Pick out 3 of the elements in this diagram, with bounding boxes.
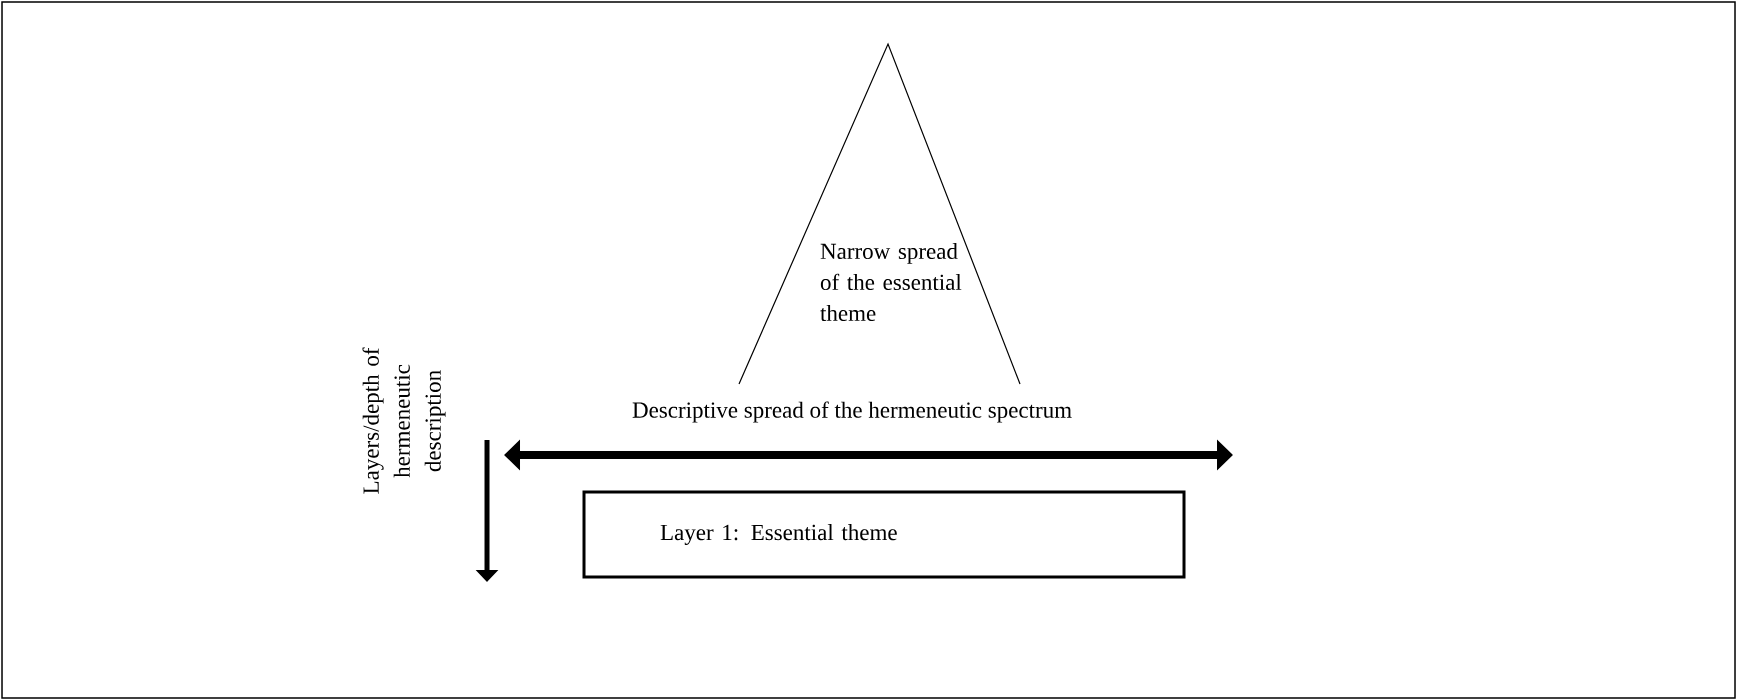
layer-box: Layer 1: Essential theme [582,490,1186,579]
spread-label: Descriptive spread of the hermeneutic spectrum [632,401,1072,423]
axis-label: Layers/depth of hermeneutic description [362,347,446,494]
